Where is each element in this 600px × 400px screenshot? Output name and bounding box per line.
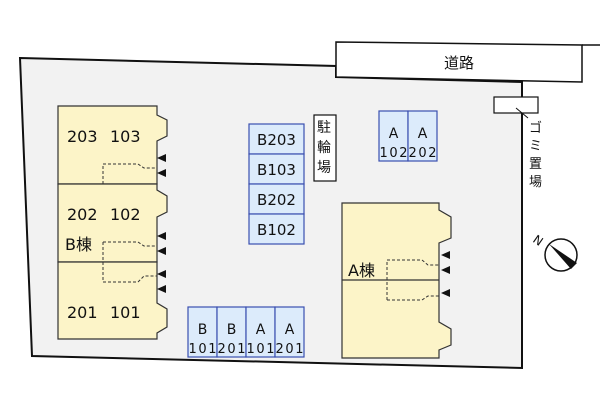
unit-b-103: 103	[110, 127, 141, 146]
parking-space: B103	[248, 153, 305, 185]
bike-label-1: 輪	[317, 139, 331, 156]
building-b-label: B棟	[65, 235, 92, 254]
garbage-area: ゴ ミ 置 場	[493, 96, 542, 190]
parking-space: B 101	[187, 306, 218, 358]
parking-space: A 202	[407, 110, 438, 162]
parking-building: A	[418, 126, 428, 142]
parking-unit: 201	[276, 342, 304, 357]
parking-bottom: B 101 B 201 A 101 A 201	[187, 306, 305, 358]
road-label: 道路	[444, 54, 474, 72]
entrance-arrow-icon	[157, 285, 166, 293]
garbage-label-1: ミ	[529, 139, 542, 154]
parking-unit: 101	[247, 342, 275, 357]
parking-space: A 201	[274, 306, 305, 358]
parking-top: A 102 A 202	[378, 110, 438, 162]
entrance-arrow-icon	[441, 266, 450, 274]
parking-space: A 101	[245, 306, 276, 358]
road: 道路	[335, 41, 600, 83]
garbage-label-3: 場	[529, 175, 542, 190]
entrance-arrow-icon	[157, 232, 166, 240]
compass-north-label: N	[530, 232, 545, 249]
parking-label: B103	[257, 161, 296, 179]
parking-unit: 202	[409, 146, 437, 161]
bike-label-0: 駐	[317, 120, 331, 136]
parking-label: B202	[257, 191, 296, 209]
building-a-label: A棟	[348, 261, 375, 280]
parking-unit: 101	[189, 342, 217, 357]
entrance-arrow-icon	[157, 154, 166, 162]
garbage-label-2: 置	[529, 157, 542, 172]
entrance-arrow-icon	[157, 270, 166, 278]
parking-space: B202	[248, 183, 305, 215]
parking-building: A	[389, 126, 399, 142]
parking-building: B	[227, 322, 237, 338]
bike-label-2: 場	[317, 160, 331, 176]
building-a: A棟	[341, 202, 452, 359]
parking-label: B102	[257, 221, 296, 239]
building-b: 203 103 202 102 201 101 B棟	[57, 105, 168, 340]
unit-b-202: 202	[67, 205, 98, 224]
unit-b-101: 101	[110, 303, 141, 322]
parking-unit: 102	[380, 146, 408, 161]
parking-space: A 102	[378, 110, 409, 162]
unit-b-201: 201	[67, 303, 98, 322]
entrance-arrow-icon	[157, 169, 166, 177]
entrance-arrow-icon	[441, 289, 450, 297]
parking-unit: 201	[218, 342, 246, 357]
parking-label: B203	[257, 131, 296, 149]
parking-building: A	[285, 322, 295, 338]
bike-parking: 駐 輪 場	[313, 114, 337, 182]
parking-building: A	[256, 322, 266, 338]
unit-b-102: 102	[110, 205, 141, 224]
compass-icon: N	[530, 232, 578, 272]
parking-space: B102	[248, 213, 305, 245]
parking-building: B	[198, 322, 208, 338]
garbage-label-0: ゴ	[529, 120, 542, 136]
unit-b-203: 203	[67, 127, 98, 146]
parking-space: B 201	[216, 306, 247, 358]
parking-space: B203	[248, 123, 305, 155]
entrance-arrow-icon	[441, 251, 450, 259]
entrance-arrow-icon	[157, 247, 166, 255]
